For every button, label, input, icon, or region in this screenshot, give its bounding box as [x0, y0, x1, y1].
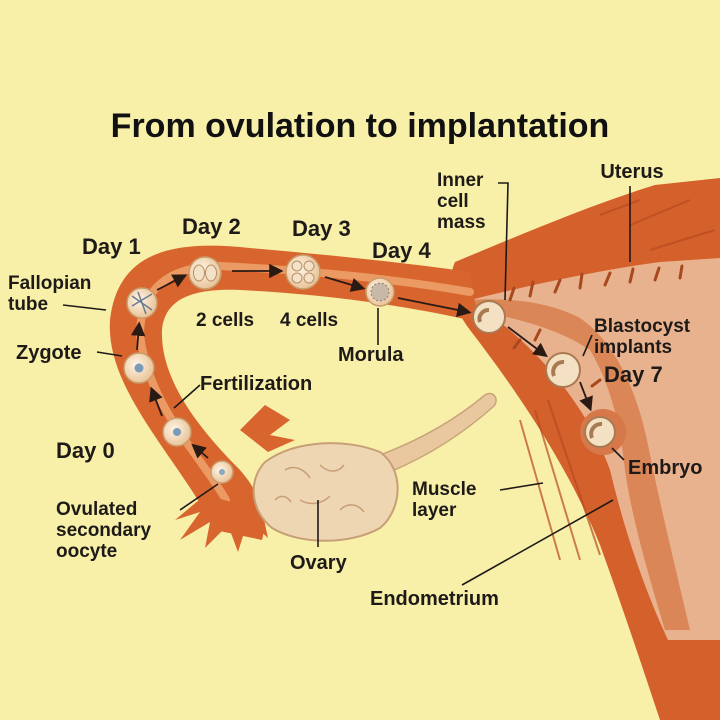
- four-cells-label: 4 cells: [280, 310, 338, 331]
- ovarian-ligament: [378, 392, 497, 473]
- endometrium-label: Endometrium: [370, 588, 499, 610]
- fimbriae: [175, 405, 295, 552]
- endometrial-glands: [508, 264, 684, 426]
- uterine-cavity: [470, 299, 690, 630]
- ovary-texture: [274, 464, 365, 513]
- day1-cell: [126, 287, 158, 319]
- blastocyst-inner: [472, 300, 506, 334]
- oocyte-cell: [210, 460, 234, 484]
- morula-label: Morula: [338, 344, 404, 366]
- uterus-label: Uterus: [600, 161, 663, 183]
- uterus-muscle-stripes: [519, 199, 716, 561]
- leader-lines: [62, 182, 631, 586]
- migration-arrows: [130, 263, 593, 459]
- embryo-label: Embryo: [628, 457, 702, 479]
- two-cell-embryo: [188, 256, 222, 290]
- fertilization-cell: [162, 417, 192, 447]
- morula-cell: [365, 277, 395, 307]
- page-title: From ovulation to implantation: [111, 107, 610, 145]
- two-cells-label: 2 cells: [196, 310, 254, 331]
- day1-label: Day 1: [82, 234, 141, 259]
- ovary-label: Ovary: [290, 552, 348, 574]
- blastocyst-cell: [545, 352, 581, 388]
- day4-label: Day 4: [372, 238, 431, 263]
- zygote-label: Zygote: [16, 342, 82, 364]
- ovary: [252, 442, 399, 542]
- implanted-blastocyst: [580, 409, 626, 455]
- zygote-cell: [123, 352, 155, 384]
- day0-label: Day 0: [56, 438, 115, 463]
- day7-label: Day 7: [604, 362, 663, 387]
- day2-label: Day 2: [182, 214, 241, 239]
- fertilization-label: Fertilization: [200, 373, 312, 395]
- four-cell-embryo: [285, 254, 321, 290]
- day3-label: Day 3: [292, 216, 351, 241]
